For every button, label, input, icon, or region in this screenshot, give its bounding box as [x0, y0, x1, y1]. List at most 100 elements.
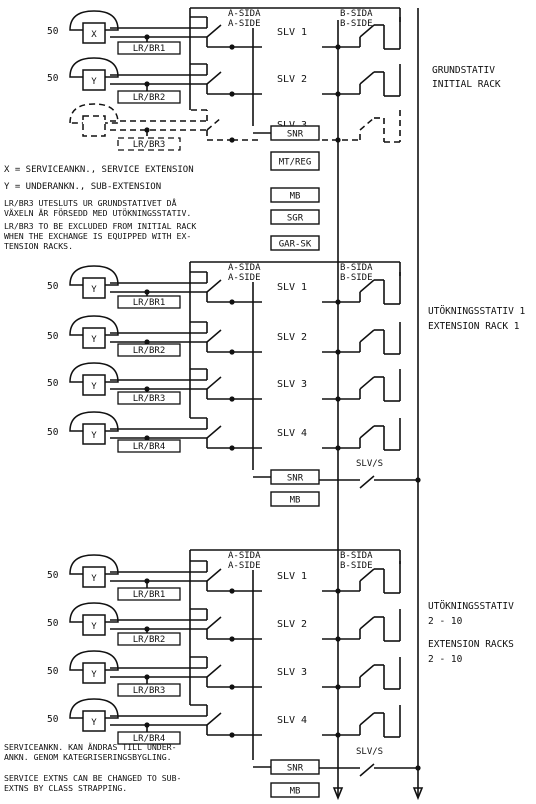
equipment-box-label: GAR-SK	[279, 240, 312, 250]
slvs-label: SLV/S	[356, 747, 383, 757]
telephone-type-label: Y	[91, 574, 97, 584]
slv-label: SLV 3	[277, 667, 307, 678]
line-number: 50	[47, 570, 59, 581]
equipment-box-label: MB	[290, 787, 301, 797]
lr-br-label: LR/BR2	[133, 635, 166, 645]
telephone-handset-icon	[69, 650, 119, 671]
rack-label: UTÖKNINGSSTATIV	[428, 601, 514, 612]
line-number: 50	[47, 714, 59, 725]
telephone-box	[82, 614, 106, 636]
footnote-sv-line: SERVICEANKN. KAN ÄNDRAS TILL UNDER-	[4, 742, 177, 752]
telephone-box	[82, 710, 106, 732]
slvs-contact	[359, 763, 375, 777]
b-side-contact	[359, 329, 375, 343]
equipment-box-label: SNR	[287, 474, 304, 484]
a-side-label-en: A-SIDE	[228, 561, 261, 571]
junction-dot	[335, 396, 341, 402]
telephone-handset-icon	[69, 57, 119, 78]
lr-br-label: LR/BR3	[133, 394, 166, 404]
b-side-contact	[359, 376, 375, 390]
telephone-type-label: Y	[91, 335, 97, 345]
telephone-box	[82, 423, 106, 445]
equipment-box	[270, 782, 320, 798]
telephone-type-label: Y	[91, 670, 97, 680]
arrow-down-icon	[412, 787, 424, 801]
lr-br-box	[117, 632, 181, 646]
a-side-contact	[206, 616, 222, 630]
a-side-label-sv: A-SIDA	[228, 9, 261, 19]
lr-br-label: LR/BR1	[133, 298, 166, 308]
arrow-down-icon	[332, 787, 344, 801]
equipment-box	[270, 235, 320, 251]
b-side-contact	[359, 24, 375, 38]
lr-br-box	[117, 343, 181, 357]
equipment-box	[270, 151, 320, 171]
slv-label: SLV 2	[277, 619, 307, 630]
lr-br-box	[117, 587, 181, 601]
telephone-handset-icon	[69, 10, 119, 31]
line-number: 50	[47, 666, 59, 677]
a-side-contact	[206, 279, 222, 293]
footnote-en-line: EXTNS BY CLASS STRAPPING.	[4, 783, 127, 793]
b-side-label-sv: B-SIDA	[340, 9, 373, 19]
a-side-contact	[206, 117, 222, 131]
junction-dot	[335, 445, 341, 451]
telephone-handset-icon	[69, 362, 119, 383]
slv-label: SLV 1	[277, 571, 307, 582]
rack-label: EXTENSION RACKS	[428, 639, 514, 650]
b-side-label-sv: B-SIDA	[340, 551, 373, 561]
telephone-box	[82, 277, 106, 299]
telephone-type-label: Y	[91, 382, 97, 392]
note-en-line: TENSION RACKS.	[4, 241, 73, 251]
a-side-label-sv: A-SIDA	[228, 551, 261, 561]
junction-dot	[335, 349, 341, 355]
slv-label: SLV 2	[277, 332, 307, 343]
equipment-box	[270, 187, 320, 203]
telephone-type-label: Y	[91, 77, 97, 87]
a-side-label-sv: A-SIDA	[228, 263, 261, 273]
line-number: 50	[47, 281, 59, 292]
b-side-contact	[359, 664, 375, 678]
slv-label: SLV 1	[277, 27, 307, 38]
b-side-label-en: B-SIDE	[340, 273, 373, 283]
rack-label: GRUNDSTATIV	[432, 65, 495, 76]
junction-dot	[335, 91, 341, 97]
a-side-contact	[206, 712, 222, 726]
telephone-type-label: Y	[91, 718, 97, 728]
telephone-handset-icon	[69, 315, 119, 336]
lr-br-label: LR/BR2	[133, 93, 166, 103]
a-side-contact	[206, 664, 222, 678]
equipment-box	[270, 209, 320, 225]
slvs-contact	[359, 475, 375, 489]
junction-dot	[415, 765, 421, 771]
a-side-contact	[206, 24, 222, 38]
lr-br-box	[117, 439, 181, 453]
lr-br-label: LR/BR1	[133, 44, 166, 54]
junction-dot	[335, 299, 341, 305]
telephone-type-label: Y	[91, 622, 97, 632]
junction-dot	[335, 636, 341, 642]
slv-label: SLV 4	[277, 428, 307, 439]
equipment-box-label: MB	[290, 192, 301, 202]
equipment-box-label: SNR	[287, 764, 304, 774]
rack-label: EXTENSION RACK 1	[428, 321, 520, 332]
junction-dot	[335, 137, 341, 143]
equipment-box	[270, 491, 320, 507]
line-number: 50	[47, 26, 59, 37]
telephone-box	[82, 374, 106, 396]
lr-br-box	[117, 90, 181, 104]
telephone-box	[82, 115, 106, 137]
lr-br-label: LR/BR4	[133, 442, 166, 452]
telephone-box	[82, 327, 106, 349]
a-side-contact	[206, 568, 222, 582]
lr-br-label: LR/BR3	[133, 140, 166, 150]
telephone-box	[82, 662, 106, 684]
legend-x: X = SERVICEANKN., SERVICE EXTENSION	[4, 165, 194, 175]
b-side-label-sv: B-SIDA	[340, 263, 373, 273]
telephone-box	[82, 22, 106, 44]
b-side-contact	[359, 71, 375, 85]
line-number: 50	[47, 618, 59, 629]
slv-label: SLV 4	[277, 715, 307, 726]
telephone-handset-icon	[69, 265, 119, 286]
